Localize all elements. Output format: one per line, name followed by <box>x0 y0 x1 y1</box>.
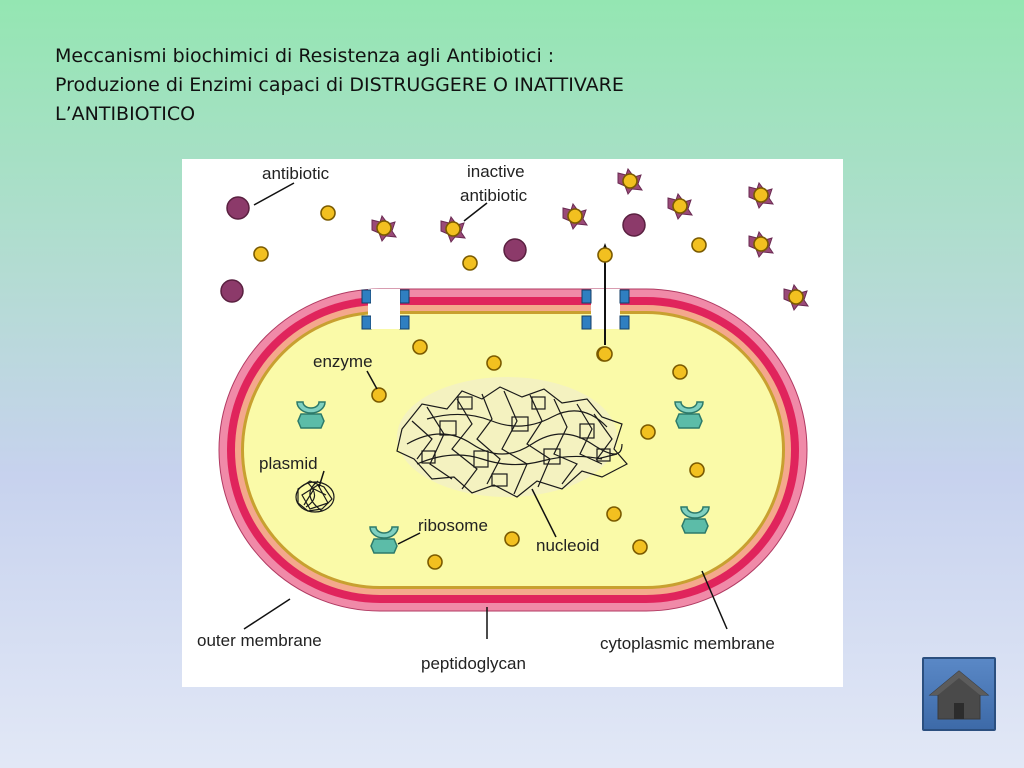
nucleoid-dna <box>396 377 628 498</box>
export-arrow <box>597 243 613 345</box>
home-icon <box>928 670 990 720</box>
home-button[interactable] <box>922 657 996 731</box>
porin-channels <box>361 289 630 330</box>
label-nucleoid: nucleoid <box>536 536 599 555</box>
slide-title: Meccanismi biochimici di Resistenza agli… <box>55 42 955 129</box>
diagram-labels: antibiotic inactive antibiotic enzyme pl… <box>197 162 775 673</box>
bacterial-cell-diagram: antibiotic inactive antibiotic enzyme pl… <box>182 159 843 687</box>
label-peptidoglycan: peptidoglycan <box>421 654 526 673</box>
label-ribosome: ribosome <box>418 516 488 535</box>
title-line-2: Produzione di Enzimi capaci di DISTRUGGE… <box>55 74 624 96</box>
label-inactive-antibiotic: antibiotic <box>460 186 528 205</box>
plasmid-dna <box>295 480 335 513</box>
title-line-1: Meccanismi biochimici di Resistenza agli… <box>55 45 555 67</box>
label-inactive: inactive <box>467 162 525 181</box>
diagram-svg: antibiotic inactive antibiotic enzyme pl… <box>197 162 809 673</box>
label-outer-membrane: outer membrane <box>197 631 322 650</box>
label-enzyme: enzyme <box>313 352 373 371</box>
label-antibiotic: antibiotic <box>262 164 330 183</box>
label-cytoplasmic-membrane: cytoplasmic membrane <box>600 634 775 653</box>
label-plasmid: plasmid <box>259 454 318 473</box>
title-line-3: L’ANTIBIOTICO <box>55 103 196 125</box>
leader-lines <box>243 182 728 639</box>
